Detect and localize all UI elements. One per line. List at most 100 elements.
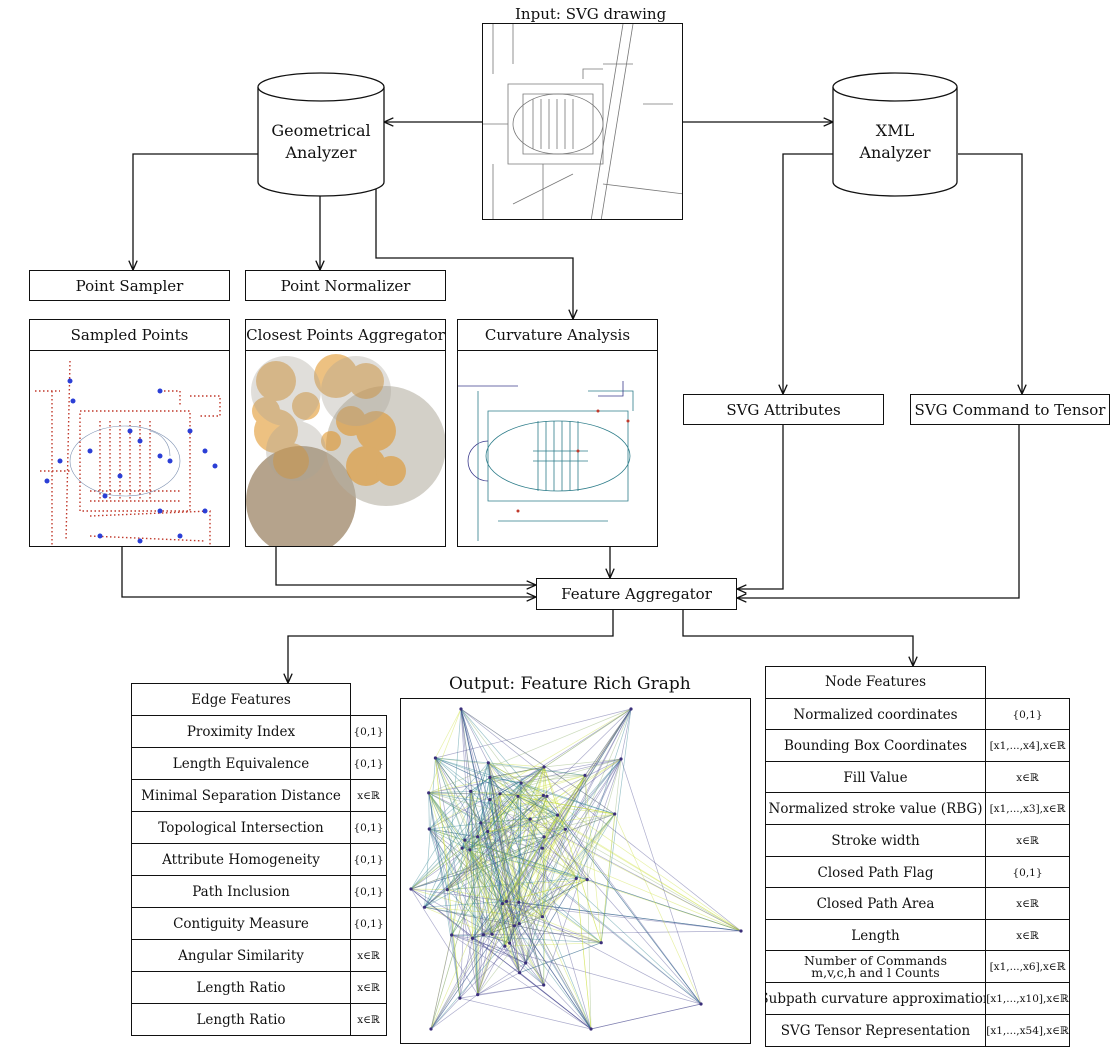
graph-edge bbox=[469, 849, 520, 903]
graph-edge bbox=[472, 758, 622, 939]
input-svg-drawing bbox=[482, 23, 683, 220]
curvature-plot-icon bbox=[458, 381, 634, 541]
geometrical-analyzer[interactable]: Geometrical Analyzer bbox=[258, 120, 384, 164]
graph-edge bbox=[428, 792, 430, 830]
graph-edge bbox=[477, 766, 545, 837]
graph-edge bbox=[460, 708, 484, 935]
edge-feature-value: {0,1} bbox=[350, 875, 387, 908]
graph-edge bbox=[543, 795, 702, 1005]
graph-edge bbox=[520, 782, 588, 880]
graph-edge bbox=[519, 962, 526, 973]
sampled-points-title: Sampled Points bbox=[29, 319, 230, 351]
xml-analyzer[interactable]: XML Analyzer bbox=[833, 120, 957, 164]
graph-edge bbox=[487, 762, 491, 800]
graph-edge bbox=[410, 813, 615, 890]
graph-edge bbox=[446, 708, 462, 890]
graph-edge bbox=[480, 822, 507, 902]
graph-edge bbox=[525, 813, 616, 964]
graph-edge bbox=[447, 889, 507, 902]
graph-edge bbox=[428, 792, 615, 815]
graph-edge bbox=[489, 799, 592, 1030]
graph-edges bbox=[410, 708, 742, 1030]
graph-edge bbox=[447, 758, 622, 890]
graph-edge bbox=[464, 814, 558, 841]
point-sampler-box[interactable]: Point Sampler bbox=[29, 270, 230, 301]
graph-edge bbox=[460, 708, 520, 973]
graph-edge bbox=[429, 762, 489, 830]
graph-edge bbox=[429, 777, 491, 830]
graph-edge bbox=[410, 888, 742, 932]
graph-edge bbox=[461, 831, 488, 849]
graph-edge bbox=[517, 795, 615, 815]
graph-edge bbox=[489, 799, 515, 926]
graph-edge bbox=[480, 795, 548, 824]
graph-edge bbox=[424, 889, 448, 908]
graph-edge bbox=[543, 766, 548, 797]
graph-edge bbox=[428, 828, 473, 939]
graph-edge bbox=[428, 792, 544, 796]
graph-edge bbox=[489, 777, 545, 838]
graph-edge bbox=[430, 849, 471, 1030]
graph-edge bbox=[489, 766, 545, 778]
graph-edge bbox=[483, 934, 510, 944]
graph-edge bbox=[451, 934, 602, 944]
graph-edge bbox=[480, 822, 592, 1030]
graph-edge bbox=[489, 799, 742, 932]
graph-edge bbox=[410, 888, 473, 939]
graph-edge bbox=[429, 828, 588, 880]
graph-edge bbox=[429, 828, 543, 849]
edge-feature-value: {0,1} bbox=[350, 907, 387, 940]
node-feature-name: Closed Path Flag bbox=[765, 856, 986, 889]
graph-edge bbox=[424, 793, 501, 908]
geometrical-analyzer-line2: Analyzer bbox=[285, 143, 357, 162]
graph-edge bbox=[480, 818, 531, 824]
graph-edge bbox=[499, 708, 632, 795]
graph-edge bbox=[461, 762, 489, 849]
graph-edge bbox=[435, 757, 527, 964]
graph-edge bbox=[477, 836, 592, 1030]
graph-edge bbox=[430, 902, 520, 1030]
svg-command-to-tensor-box[interactable]: SVG Command to Tensor bbox=[910, 394, 1110, 425]
graph-edge bbox=[472, 938, 479, 995]
graph-edge bbox=[586, 758, 622, 880]
graph-edge bbox=[483, 775, 586, 935]
edge-feature-value: x∈ℝ bbox=[350, 779, 387, 812]
graph-edge bbox=[519, 878, 577, 973]
graph-edge bbox=[477, 708, 632, 995]
graph-edge bbox=[542, 758, 622, 849]
graph-node bbox=[486, 829, 490, 834]
graph-edge bbox=[487, 766, 545, 832]
graph-edge bbox=[502, 766, 545, 904]
graph-edge bbox=[487, 831, 702, 1005]
feature-aggregator-box[interactable]: Feature Aggregator bbox=[536, 578, 737, 610]
graph-edge bbox=[461, 782, 522, 849]
graph-edge bbox=[435, 757, 488, 832]
graph-edge bbox=[487, 762, 501, 794]
graph-edge bbox=[502, 796, 548, 904]
point-normalizer-box[interactable]: Point Normalizer bbox=[245, 270, 446, 301]
graph-edge bbox=[504, 775, 586, 947]
graph-edge bbox=[487, 831, 543, 917]
graph-edge bbox=[543, 766, 588, 880]
graph-edge bbox=[514, 925, 520, 973]
graph-node bbox=[619, 757, 623, 761]
graph-node bbox=[528, 817, 532, 821]
graph-node bbox=[518, 971, 522, 975]
graph-edge bbox=[430, 793, 501, 1030]
svg-attributes-box[interactable]: SVG Attributes bbox=[683, 394, 884, 425]
graph-edge bbox=[410, 795, 544, 890]
graph-edge bbox=[502, 903, 515, 926]
graph-edge bbox=[487, 762, 515, 926]
graph-edge bbox=[520, 782, 577, 879]
graph-edge bbox=[529, 766, 545, 820]
floorplan-sketch-icon bbox=[483, 24, 682, 219]
graph-edge bbox=[517, 795, 615, 815]
graph-edge bbox=[469, 782, 522, 851]
graph-edge bbox=[430, 766, 545, 1030]
graph-edge bbox=[487, 762, 545, 986]
graph-edge bbox=[428, 792, 466, 841]
edge-feature-name: Proximity Index bbox=[131, 715, 351, 748]
graph-edge bbox=[491, 708, 632, 935]
graph-edge bbox=[470, 791, 507, 902]
